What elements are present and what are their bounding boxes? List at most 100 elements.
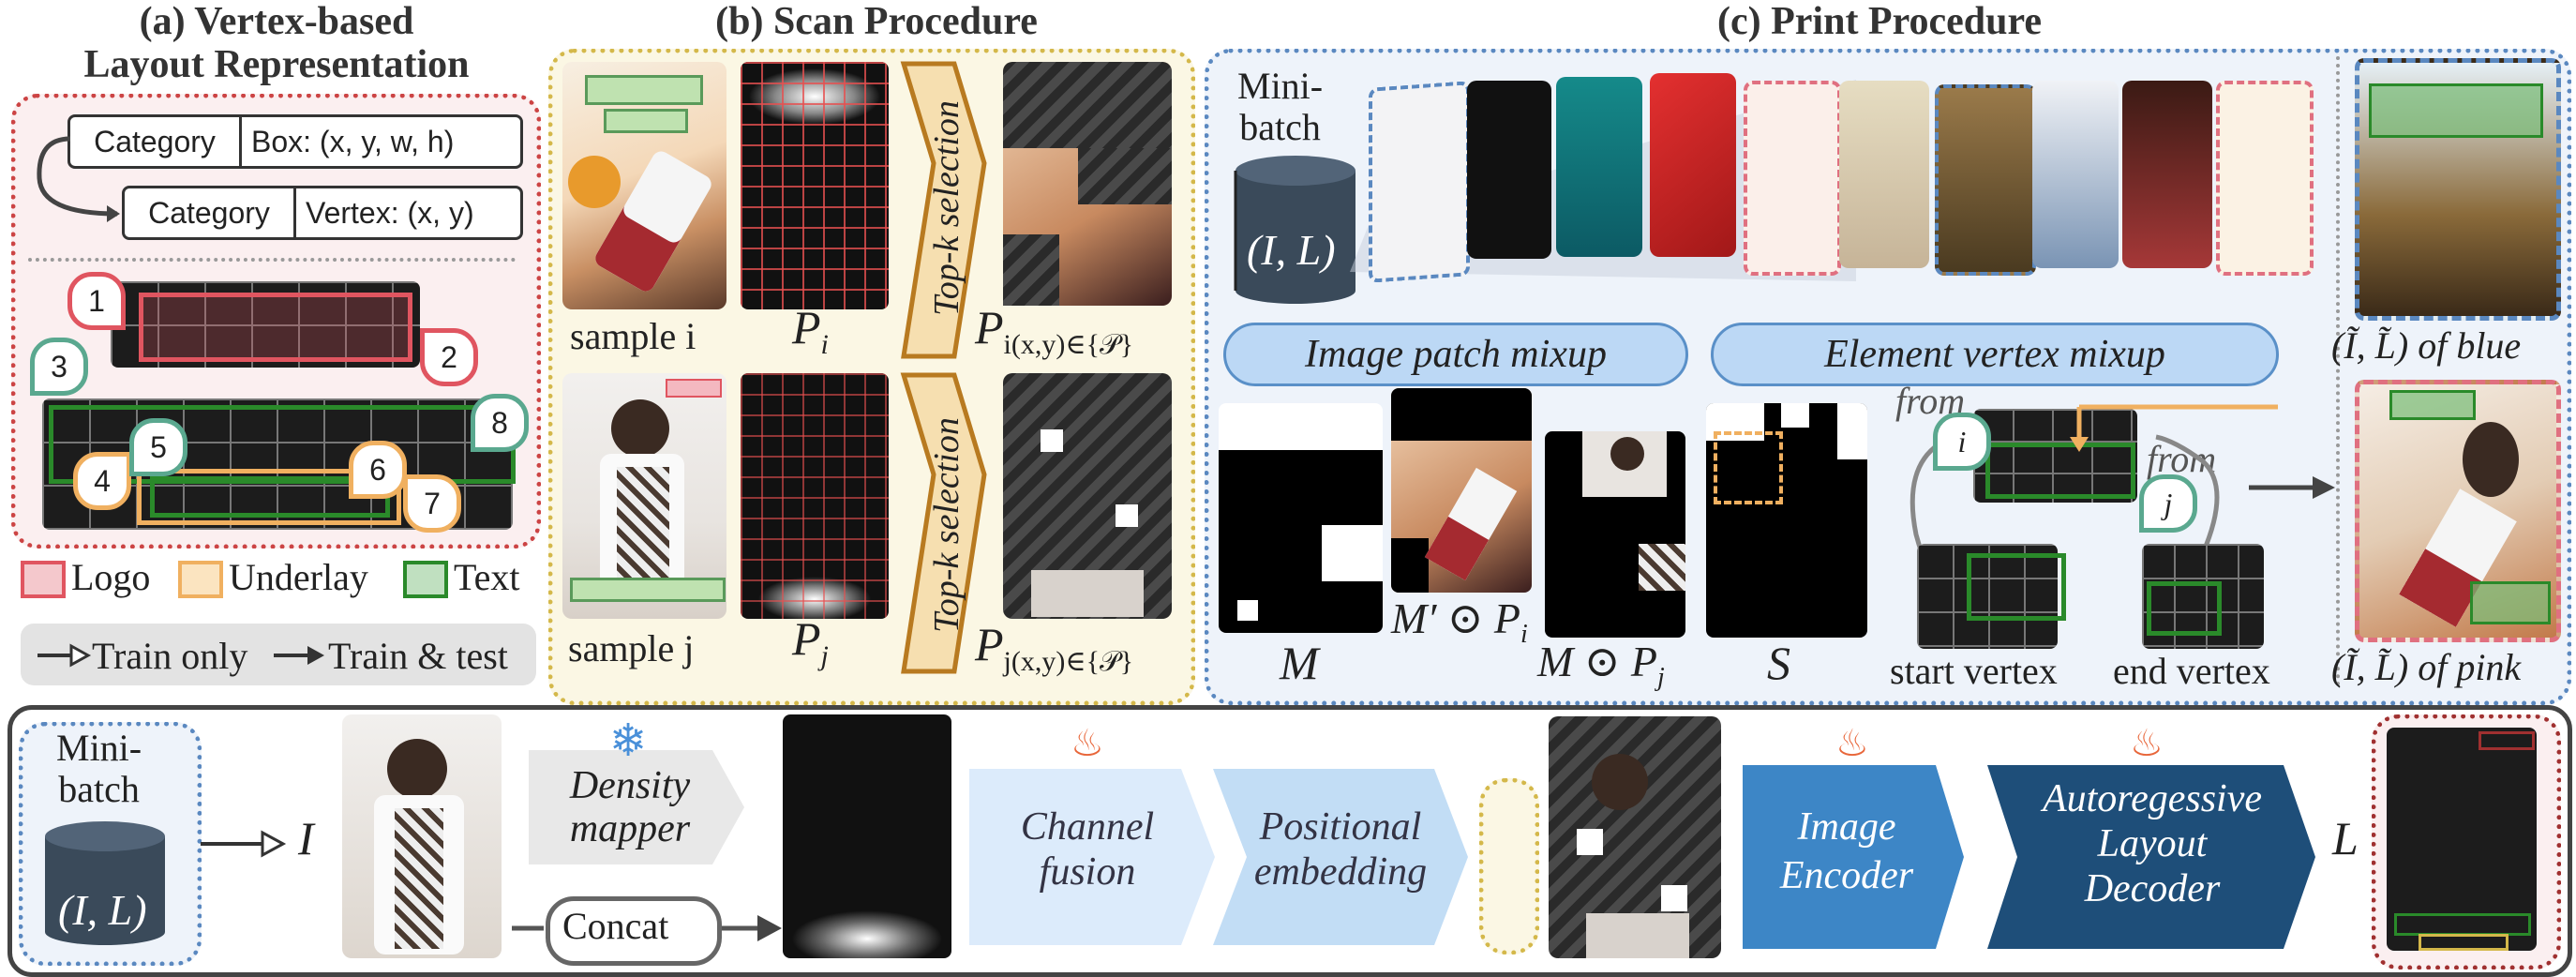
marker-7: 7 [403, 474, 461, 533]
pipeline-db-label: (I, L) [58, 886, 147, 934]
row1-category: Category [70, 117, 242, 166]
topk-label-i: Top-k selection [927, 100, 966, 316]
image-encoder-shape [1743, 765, 1964, 949]
row2-category: Category [125, 188, 296, 237]
positional-embedding-shape [1213, 769, 1468, 945]
sample-i-label: sample i [570, 315, 696, 357]
row1-value: Box: (x, y, w, h) [251, 125, 455, 158]
channel-fusion-shape [969, 769, 1215, 945]
pipeline-output-layout [2387, 728, 2537, 951]
vertex-mix-box [1985, 443, 2135, 499]
decoder-shape [1987, 765, 2315, 949]
train-test-arrow-icon [274, 646, 324, 665]
legend-underlay-swatch [178, 561, 223, 598]
P-sel-j-label: Pj(x,y)∈{𝒫} [975, 618, 1133, 677]
legend-underlay-label: Underlay [229, 556, 368, 598]
flame-icon-decoder: ♨ [2130, 722, 2164, 765]
decoder-label: Autoregessive Layout Decoder [2042, 777, 2263, 910]
masked-patches-i-3 [1003, 234, 1059, 306]
output-pink [2355, 380, 2561, 642]
marker-2: 2 [420, 328, 478, 386]
positional-embedding-label: Positional embedding [1253, 805, 1428, 894]
card-2 [1467, 81, 1551, 259]
card-10 [2216, 81, 2314, 276]
flame-icon-encoder: ♨ [1835, 722, 1869, 765]
divider [28, 258, 516, 262]
mask-M [1219, 403, 1383, 633]
vertex-mix-canvas [1973, 409, 2137, 503]
masked-patches-i [1003, 62, 1172, 148]
density-grid-j [741, 373, 889, 619]
legend-text-label: Text [454, 556, 520, 598]
card-9 [2122, 81, 2212, 268]
train-only-label: Train only [92, 635, 248, 677]
ellipsis-token [1479, 778, 1539, 954]
S-label: S [1767, 637, 1790, 689]
density-mapper-shape [529, 750, 744, 864]
marker-8: 8 [471, 394, 529, 452]
P-i-label: Pi [792, 301, 829, 360]
card-6 [1839, 81, 1929, 268]
selected-patches-j [1003, 373, 1172, 619]
node-i: i [1933, 413, 1991, 471]
card-3 [1556, 77, 1642, 257]
sample-j-image [562, 373, 726, 619]
card-7 [1935, 84, 2036, 276]
train-test-label: Train & test [328, 635, 508, 677]
pipeline-patch-tokens [1549, 716, 1721, 958]
image-patch-mixup: Image patch mixup [1223, 323, 1688, 386]
mask-S [1706, 403, 1867, 638]
density-mapper-label: Density mapper [569, 764, 691, 850]
M-label: M [1280, 637, 1319, 689]
start-vertex-label: start vertex [1890, 650, 2058, 692]
topk-selection-arrow-j [900, 372, 987, 674]
pipeline-minibatch-label: Mini- batch [56, 727, 142, 810]
output-blue [2355, 58, 2561, 321]
card-5 [1744, 81, 1841, 276]
masked-Pi [1391, 388, 1532, 593]
P-sel-i-label: Pi(x,y)∈{𝒫} [975, 301, 1133, 360]
snowflake-icon: ❄ [609, 714, 648, 767]
image-encoder-label: Image Encoder [1779, 805, 1914, 897]
legend-logo-label: Logo [71, 556, 151, 598]
output-blue-label: (Ĩ, L̃) of blue [2331, 324, 2522, 367]
legend-logo-swatch [21, 561, 66, 598]
panel-c-divider [2336, 56, 2340, 686]
Mprime-Pi-label: M′ ⊙ Pi [1391, 594, 1528, 650]
P-j-label: Pj [792, 612, 829, 671]
panel-a-title-line1: (a) Vertex-based [139, 0, 414, 43]
database-icon [1234, 156, 1355, 304]
channel-fusion-label: Channel fusion [1020, 805, 1155, 894]
vertex-representation-row: Category Vertex: (x, y) [122, 186, 523, 240]
card-4 [1650, 73, 1736, 257]
node-j: j [2139, 474, 2197, 533]
db-label-c: (I, L) [1247, 226, 1336, 274]
logo-box [139, 293, 412, 362]
pipeline-input-image [342, 714, 502, 958]
underlay-box [137, 469, 401, 525]
flame-icon-fusion: ♨ [1071, 722, 1104, 765]
marker-6: 6 [349, 441, 407, 499]
topk-label-j: Top-k selection [927, 417, 966, 633]
end-vertex-box [2147, 581, 2222, 636]
concat-label: Concat [562, 905, 669, 947]
marker-3: 3 [30, 338, 88, 396]
marker-1: 1 [67, 272, 126, 330]
pipeline-I-label: I [298, 812, 314, 864]
box-representation-row: Category Box: (x, y, w, h) [67, 114, 523, 169]
start-vertex-canvas [1917, 544, 2058, 649]
card-1 [1369, 81, 1470, 283]
train-only-arrow-1 [201, 830, 287, 858]
start-vertex-box [1967, 553, 2066, 621]
to-output-arrow [2249, 476, 2335, 499]
element-vertex-mixup: Element vertex mixup [1711, 323, 2279, 386]
masked-Pj [1545, 431, 1685, 638]
sample-j-label: sample j [568, 627, 695, 669]
panel-c-title: (c) Print Procedure [1717, 0, 2042, 43]
card-8 [2032, 81, 2119, 268]
train-only-arrow-icon [37, 643, 92, 668]
row2-value: Vertex: (x, y) [306, 196, 474, 230]
representation-arrow [37, 136, 120, 222]
pipeline-L-label: L [2332, 812, 2359, 864]
legend-text-swatch [403, 561, 448, 598]
